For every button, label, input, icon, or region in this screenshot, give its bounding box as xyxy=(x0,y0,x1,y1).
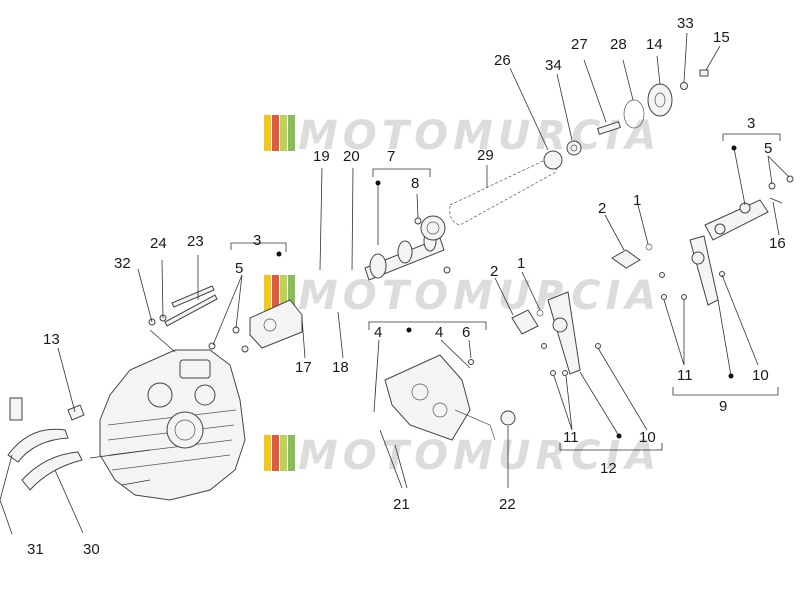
callout-34: 34 xyxy=(545,57,562,74)
chain-guide-drawing xyxy=(7,397,85,491)
callout-14: 14 xyxy=(646,36,663,53)
callout-4-left: 4 xyxy=(374,324,382,341)
callout-18: 18 xyxy=(332,359,349,376)
callout-labels: 13 32 24 23 3 5 19 20 7 8 29 26 34 27 28… xyxy=(27,15,786,558)
leader-lines xyxy=(0,32,790,535)
callout-9: 9 xyxy=(719,398,727,415)
callout-29: 29 xyxy=(477,147,494,164)
callout-26: 26 xyxy=(494,52,511,69)
callout-5-right: 5 xyxy=(764,140,772,157)
rocker-support-center-drawing xyxy=(384,217,516,441)
watermark-bottom: MOTOMURCIA xyxy=(264,433,661,479)
callout-31: 31 xyxy=(27,541,44,558)
callout-21: 21 xyxy=(393,496,410,513)
rocker-housing-right-drawing xyxy=(611,175,794,306)
watermark-text: MOTOMURCIA xyxy=(298,273,661,319)
rocker-housing-left-drawing xyxy=(148,285,303,353)
callout-15: 15 xyxy=(713,29,730,46)
callout-19: 19 xyxy=(313,148,330,165)
watermark-text: MOTOMURCIA xyxy=(298,113,661,159)
callout-13: 13 xyxy=(43,331,60,348)
callout-4-right: 4 xyxy=(435,324,443,341)
callout-11-center: 11 xyxy=(563,429,579,446)
cylinder-head-drawing xyxy=(89,329,246,501)
callout-10-center: 10 xyxy=(639,429,656,446)
watermark-top: MOTOMURCIA xyxy=(264,113,661,159)
callout-2-center: 2 xyxy=(490,263,498,280)
callout-17: 17 xyxy=(295,359,312,376)
callout-11-right: 11 xyxy=(677,367,693,384)
reference-dots xyxy=(276,145,737,439)
callout-7: 7 xyxy=(387,148,395,165)
callout-20: 20 xyxy=(343,148,360,165)
timing-chain-drawing xyxy=(449,140,582,226)
callout-24: 24 xyxy=(150,235,167,252)
callout-22: 22 xyxy=(499,496,516,513)
camshaft-drawing xyxy=(364,215,446,281)
callout-10-right: 10 xyxy=(752,367,769,384)
callout-2-right: 2 xyxy=(598,200,606,217)
callout-6: 6 xyxy=(462,324,470,341)
callout-27: 27 xyxy=(571,36,588,53)
callout-3-left: 3 xyxy=(253,232,261,249)
rocker-arm-center-drawing xyxy=(511,291,601,376)
callout-32: 32 xyxy=(114,255,131,272)
callout-33: 33 xyxy=(677,15,694,32)
callout-1-center: 1 xyxy=(517,255,525,272)
watermark-middle: MOTOMURCIA xyxy=(264,273,661,319)
callout-5-left: 5 xyxy=(235,260,243,277)
callout-1-right: 1 xyxy=(633,192,641,209)
callout-12: 12 xyxy=(600,460,617,477)
callout-8: 8 xyxy=(411,175,419,192)
callout-23: 23 xyxy=(187,233,204,250)
watermark-text: MOTOMURCIA xyxy=(298,433,661,479)
callout-30: 30 xyxy=(83,541,100,558)
callout-28: 28 xyxy=(610,36,627,53)
callout-16: 16 xyxy=(769,235,786,252)
callout-3-right: 3 xyxy=(747,115,755,132)
